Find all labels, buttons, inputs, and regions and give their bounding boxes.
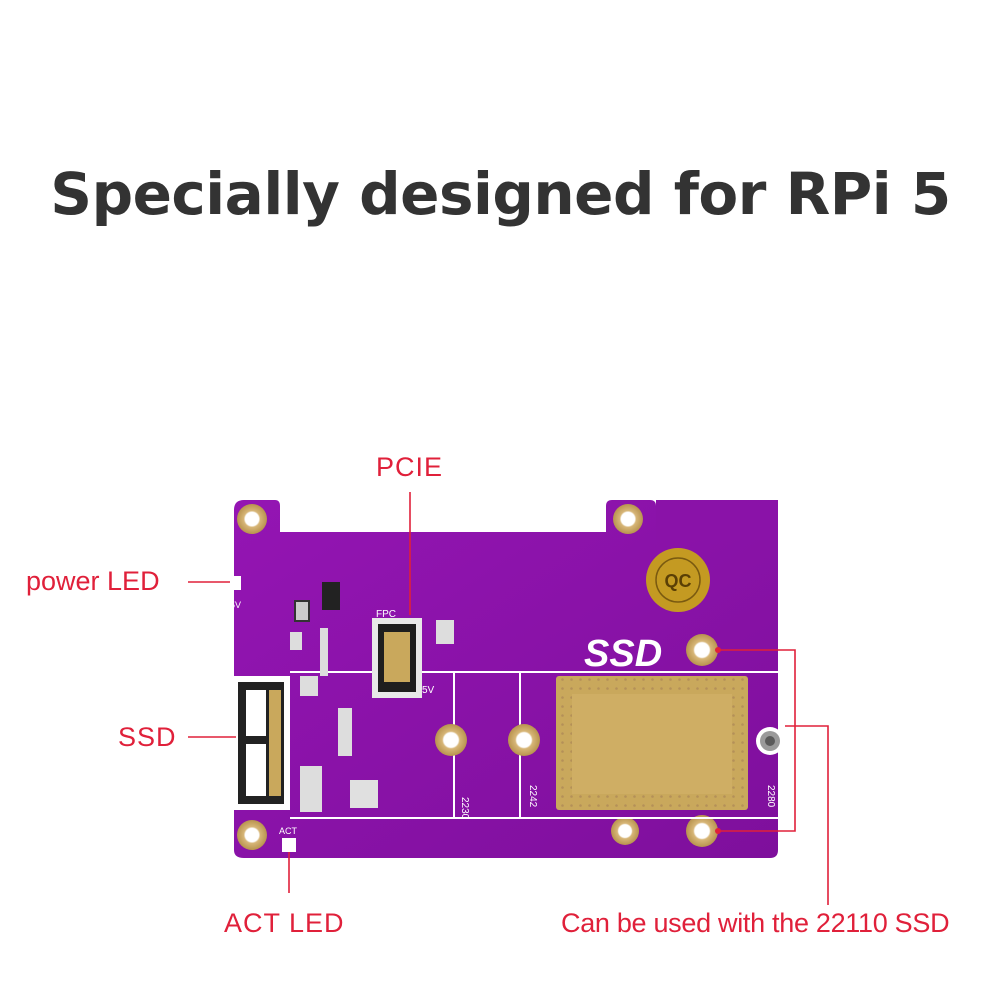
m2-hole-2230 <box>435 724 467 756</box>
size-2280-label: 2280 <box>765 785 776 808</box>
size-2230-label: 2230 <box>459 797 470 820</box>
act-led: ACT <box>279 826 298 852</box>
ssd-22110-callout: Can be used with the 22110 SSD <box>561 908 950 938</box>
smd-components <box>290 582 454 812</box>
ssd-silkscreen: SSD <box>584 633 662 675</box>
fpc-connector: FPC 5V <box>372 609 435 698</box>
ssd-mount-hole <box>686 634 718 666</box>
ssd-standoff <box>756 727 784 755</box>
power-led: 5V <box>229 576 241 610</box>
power-led-callout: power LED <box>26 566 160 596</box>
size-2242-label: 2242 <box>527 785 538 808</box>
mount-hole <box>237 820 267 850</box>
qc-sticker-text: QC <box>665 571 692 591</box>
mount-hole <box>611 817 639 845</box>
ssd-ground-pad <box>556 676 748 810</box>
act-led-callout: ACT LED <box>224 908 345 938</box>
power-led-5v-silkscreen: 5V <box>230 600 241 610</box>
qc-sticker: QC <box>646 548 710 612</box>
pcie-callout: PCIE <box>376 452 444 482</box>
act-silkscreen: ACT <box>279 826 298 836</box>
ssd-callout: SSD <box>118 722 177 752</box>
callout-leaders <box>188 492 829 905</box>
mount-hole <box>613 504 643 534</box>
page-title: Specially designed for RPi 5 <box>50 160 951 228</box>
fpc-silkscreen: FPC <box>376 609 396 620</box>
mount-hole <box>237 504 267 534</box>
fpc-5v-silkscreen: 5V <box>422 685 435 696</box>
m2-slot <box>232 676 290 810</box>
m2-hole-2242 <box>508 724 540 756</box>
ssd-mount-hole <box>686 815 718 847</box>
